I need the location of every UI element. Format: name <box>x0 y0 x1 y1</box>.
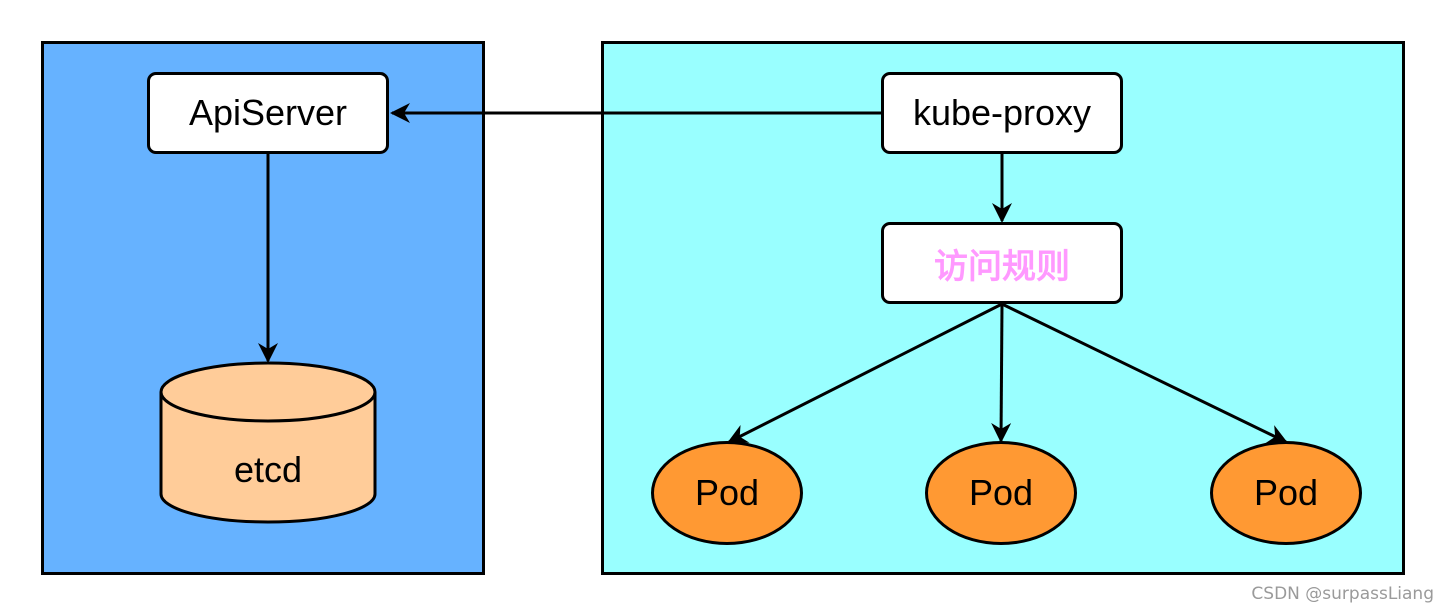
pod-1: Pod <box>651 441 803 545</box>
etcd-label: etcd <box>233 449 303 490</box>
pod-1-label: Pod <box>694 472 760 513</box>
kube-proxy-label: kube-proxy <box>912 92 1092 133</box>
pod-3-label: Pod <box>1253 472 1319 513</box>
kube-proxy-box: kube-proxy <box>881 72 1123 154</box>
access-rules-box: 访问规则 <box>881 222 1123 304</box>
pod-2-label: Pod <box>968 472 1034 513</box>
pod-2: Pod <box>925 441 1077 545</box>
apiserver-label: ApiServer <box>188 92 348 133</box>
apiserver-box: ApiServer <box>147 72 389 154</box>
access-rules-label: 访问规则 <box>934 246 1070 287</box>
watermark-text: CSDN @surpassLiang <box>1251 584 1434 604</box>
pod-3: Pod <box>1210 441 1362 545</box>
